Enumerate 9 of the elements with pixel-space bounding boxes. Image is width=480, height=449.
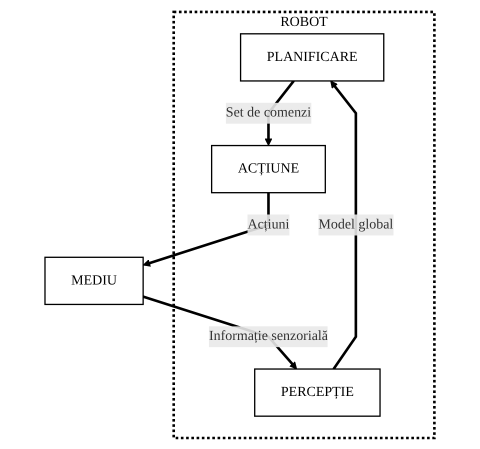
- node-box: ACȚIUNE: [211, 144, 326, 193]
- edge-label: Model global: [318, 216, 394, 232]
- edge-label: Acțiuni: [248, 216, 290, 232]
- edge-label: Informație senzorială: [209, 328, 328, 344]
- edge-label: Set de comenzi: [226, 104, 312, 120]
- node-box: PLANIFICARE: [240, 32, 385, 82]
- node-box: MEDIU: [44, 256, 144, 305]
- arrow: [330, 80, 358, 370]
- node-box: PERCEPȚIE: [254, 368, 381, 416]
